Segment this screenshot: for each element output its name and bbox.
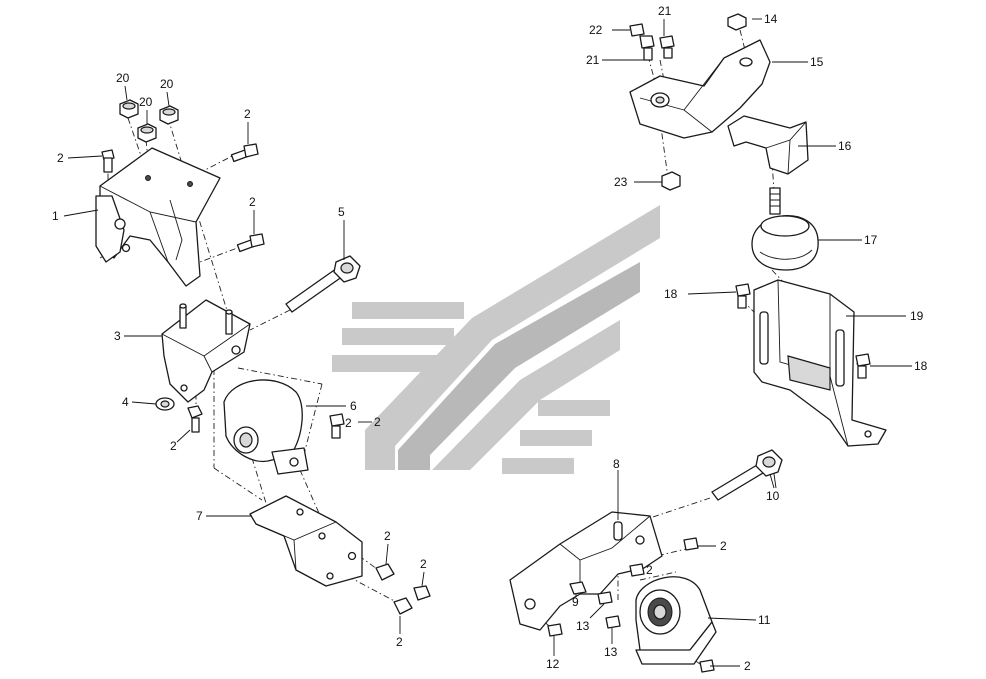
bolt-22 xyxy=(629,23,645,37)
bolt-21a xyxy=(639,35,655,61)
callout-11: 11 xyxy=(758,613,771,627)
bolt-12 xyxy=(547,623,563,637)
callout-13: 13 xyxy=(576,619,590,633)
bolt-2-11 xyxy=(699,659,715,673)
callout-20: 20 xyxy=(160,77,174,91)
bolt-21b xyxy=(659,35,675,59)
upper-mount-bracket-15 xyxy=(629,39,771,139)
bolt-2-top-right xyxy=(230,143,259,163)
nut-23 xyxy=(661,171,681,191)
callout-13: 13 xyxy=(604,645,618,659)
through-bolt-5 xyxy=(285,255,361,313)
callout-18: 18 xyxy=(664,287,678,301)
bolt-2-lower-left xyxy=(187,405,203,433)
callout-2: 2 xyxy=(396,635,403,649)
engine-insulator-17 xyxy=(751,187,819,271)
callout-leaders xyxy=(63,18,912,667)
bolt-2-7a xyxy=(375,563,395,581)
callout-2: 2 xyxy=(57,151,64,165)
rear-mount-bracket-8 xyxy=(509,511,663,631)
through-bolt-10 xyxy=(711,449,783,501)
callout-2: 2 xyxy=(744,659,751,673)
callout-15: 15 xyxy=(810,55,824,69)
watermark-logo xyxy=(332,205,660,474)
bolt-2-7c xyxy=(393,597,413,615)
callout-labels: 1 2 2 2 2 2 2 2 2 2 2 2 2 3 4 5 6 7 8 9 … xyxy=(52,4,928,673)
callout-16: 16 xyxy=(838,139,852,153)
callout-9: 9 xyxy=(572,595,579,609)
rear-insulator-11 xyxy=(635,576,717,665)
callout-14: 14 xyxy=(764,12,778,26)
bolt-2-8b xyxy=(629,563,645,577)
bolt-18a xyxy=(735,283,751,309)
callout-17: 17 xyxy=(864,233,878,247)
flange-nut-20a xyxy=(119,99,139,119)
callout-21: 21 xyxy=(586,53,600,67)
flange-nut-20c xyxy=(159,105,179,125)
callout-20: 20 xyxy=(139,95,153,109)
callout-7: 7 xyxy=(196,509,203,523)
bolt-18b xyxy=(855,353,871,379)
callout-6: 6 xyxy=(350,399,357,413)
callout-18: 18 xyxy=(914,359,928,373)
bolt-9 xyxy=(569,581,587,595)
callout-2: 2 xyxy=(420,557,427,571)
callout-19: 19 xyxy=(910,309,924,323)
rubber-mount-6 xyxy=(223,379,309,475)
callout-23: 23 xyxy=(614,175,628,189)
callout-4: 4 xyxy=(122,395,129,409)
callout-20: 20 xyxy=(116,71,130,85)
bolt-2-middle xyxy=(236,233,265,253)
bolt-2-top-left xyxy=(101,149,115,173)
front-mount-bracket xyxy=(161,299,251,403)
callout-2: 2 xyxy=(244,107,251,121)
upper-engine-bracket xyxy=(95,147,221,287)
bolt-2-8a xyxy=(683,537,699,551)
callout-2: 2 xyxy=(646,563,653,577)
callout-2: 2 xyxy=(374,415,381,429)
callout-1: 1 xyxy=(52,209,59,223)
bolt-13b xyxy=(605,615,621,629)
flange-nut-20b xyxy=(137,123,157,143)
callout-3: 3 xyxy=(114,329,121,343)
callout-10: 10 xyxy=(766,489,780,503)
washer-4 xyxy=(155,397,175,411)
bolt-2-right-of-6 xyxy=(329,413,345,439)
lower-mount-bracket-7 xyxy=(249,495,363,587)
callout-8: 8 xyxy=(613,457,620,471)
stopper-16 xyxy=(727,115,809,175)
callout-2: 2 xyxy=(720,539,727,553)
callout-2: 2 xyxy=(170,439,177,453)
callout-2: 2 xyxy=(345,416,352,430)
callout-12: 12 xyxy=(546,657,560,671)
nut-14 xyxy=(727,13,747,31)
callout-ticks xyxy=(124,19,777,656)
bolt-13a xyxy=(597,591,613,605)
callout-5: 5 xyxy=(338,205,345,219)
callout-22: 22 xyxy=(589,23,603,37)
callout-2: 2 xyxy=(249,195,256,209)
callout-2: 2 xyxy=(384,529,391,543)
lower-support-bracket-19 xyxy=(753,279,887,447)
callout-21: 21 xyxy=(658,4,672,18)
bolt-2-7b xyxy=(413,585,431,601)
